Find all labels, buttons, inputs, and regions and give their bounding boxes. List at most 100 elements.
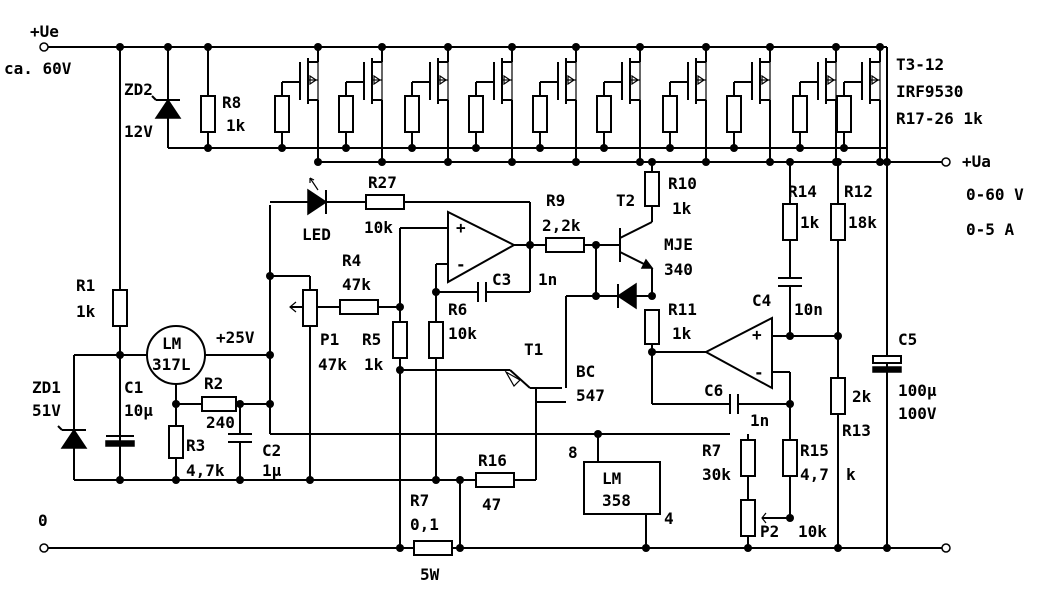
zd1-zener bbox=[60, 428, 88, 449]
gate-resistor bbox=[274, 95, 290, 133]
label-ua: +Ua bbox=[962, 152, 991, 171]
label-c6-val: 1n bbox=[750, 411, 769, 430]
label-r3: R3 bbox=[186, 436, 205, 455]
label-v25: +25V bbox=[216, 328, 255, 347]
label-r15-val-a: 4,7 bbox=[800, 465, 829, 484]
r15-resistor bbox=[782, 439, 798, 477]
r2-resistor bbox=[201, 396, 237, 412]
label-r14-val: 1k bbox=[800, 213, 820, 232]
label-t3-type: IRF9530 bbox=[896, 82, 963, 101]
label-p2: P2 bbox=[760, 522, 779, 541]
label-ua-range-a: 0-5 A bbox=[966, 220, 1015, 239]
gate-resistor bbox=[836, 95, 852, 133]
label-zd1-val: 51V bbox=[32, 401, 61, 420]
label-zd2-val: 12V bbox=[124, 122, 153, 141]
label-r17: R17-26 1k bbox=[896, 109, 983, 128]
label-opamp2-minus: - bbox=[754, 363, 764, 382]
rails bbox=[39, 42, 951, 553]
opamp-1-triangle bbox=[447, 210, 517, 284]
mosfet-bank bbox=[274, 43, 884, 166]
r1-resistor bbox=[112, 289, 128, 327]
label-r13-val: 2k bbox=[852, 387, 872, 406]
label-r2-val: 240 bbox=[206, 413, 235, 432]
opamp-2-triangle bbox=[703, 316, 773, 390]
label-r7s-val: 0,1 bbox=[410, 515, 439, 534]
gate-resistor bbox=[468, 95, 484, 133]
label-t2-type-b: 340 bbox=[664, 260, 693, 279]
terminal-ue bbox=[39, 42, 49, 52]
gate-resistor bbox=[662, 95, 678, 133]
shunt-section bbox=[413, 472, 536, 556]
zd2-zener bbox=[154, 98, 182, 119]
gate-resistor bbox=[726, 95, 742, 133]
label-opamp1-minus: - bbox=[456, 255, 466, 274]
r11-resistor bbox=[644, 309, 660, 345]
label-p1: P1 bbox=[320, 330, 339, 349]
label-r7a: R7 bbox=[702, 441, 721, 460]
r13-resistor bbox=[830, 377, 846, 415]
left-supply bbox=[57, 47, 730, 481]
label-r15-val-b: k bbox=[846, 465, 856, 484]
label-r1: R1 bbox=[76, 276, 95, 295]
label-r15: R15 bbox=[800, 441, 829, 460]
label-r2: R2 bbox=[204, 374, 223, 393]
label-r11-val: 1k bbox=[672, 324, 692, 343]
label-pin4: 4 bbox=[664, 509, 674, 528]
label-r10: R10 bbox=[668, 174, 697, 193]
label-r7s: R7 bbox=[410, 491, 429, 510]
driver-section bbox=[504, 162, 706, 480]
label-r1-val: 1k bbox=[76, 302, 96, 321]
r3-resistor bbox=[168, 425, 184, 459]
label-r8: R8 bbox=[222, 93, 241, 112]
label-pin8: 8 bbox=[568, 443, 578, 462]
label-p1-val: 47k bbox=[318, 355, 347, 374]
label-c3: C3 bbox=[492, 270, 511, 289]
label-r8-val: 1k bbox=[226, 116, 246, 135]
gate-resistor bbox=[404, 95, 420, 133]
label-r16: R16 bbox=[478, 451, 507, 470]
r6-resistor bbox=[428, 321, 444, 359]
r27-resistor bbox=[365, 194, 405, 210]
label-r4-val: 47k bbox=[342, 275, 371, 294]
r7-30k-resistor bbox=[740, 439, 756, 477]
label-r3-val: 4,7k bbox=[186, 461, 225, 480]
label-t1-type-b: 547 bbox=[576, 386, 605, 405]
label-opamp2-plus: + bbox=[752, 325, 762, 344]
terminal-ua bbox=[941, 157, 951, 167]
label-ue: +Ue bbox=[30, 22, 59, 41]
reference-section bbox=[270, 177, 531, 548]
label-c5-val-b: 100V bbox=[898, 404, 937, 423]
r16-resistor bbox=[475, 472, 515, 488]
label-r5: R5 bbox=[362, 330, 381, 349]
c1-capacitor bbox=[105, 440, 135, 447]
label-r10-val: 1k bbox=[672, 199, 692, 218]
label-c3-val: 1n bbox=[538, 270, 557, 289]
label-t1-type-a: BC bbox=[576, 362, 595, 381]
r12-resistor bbox=[830, 203, 846, 241]
label-r4: R4 bbox=[342, 251, 361, 270]
terminal-zero bbox=[39, 543, 49, 553]
label-c2: C2 bbox=[262, 441, 281, 460]
label-c1: C1 bbox=[124, 378, 143, 397]
label-zero: 0 bbox=[38, 511, 48, 530]
label-r16-val: 47 bbox=[482, 495, 501, 514]
label-r9: R9 bbox=[546, 191, 565, 210]
label-ua-range-v: 0-60 V bbox=[966, 185, 1024, 204]
label-c4-val: 10n bbox=[794, 300, 823, 319]
r7-shunt-resistor bbox=[413, 540, 453, 556]
label-c4: C4 bbox=[752, 291, 771, 310]
label-t1: T1 bbox=[524, 340, 543, 359]
label-t2: T2 bbox=[616, 191, 635, 210]
gate-resistor bbox=[596, 95, 612, 133]
zd2-r8 bbox=[151, 47, 216, 148]
label-lm317-a: LM bbox=[162, 334, 181, 353]
c5-capacitor bbox=[872, 355, 902, 364]
labels: +Ue ca. 60V 0 +Ua 0-60 V 0-5 A ZD2 12V R… bbox=[4, 22, 1024, 584]
r9-resistor bbox=[545, 237, 585, 253]
label-r9-val: 2,2k bbox=[542, 216, 581, 235]
gate-resistor bbox=[338, 95, 354, 133]
opamp-2 bbox=[652, 162, 902, 548]
r8-resistor bbox=[200, 95, 216, 133]
r5-resistor bbox=[392, 321, 408, 359]
